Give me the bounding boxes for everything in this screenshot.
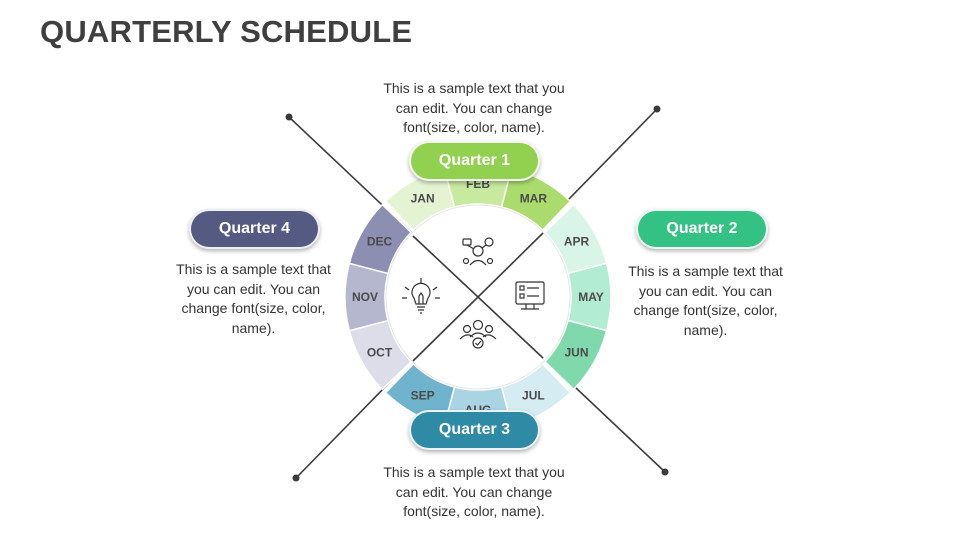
month-label-nov: NOV xyxy=(352,290,378,304)
inner-divider-b xyxy=(412,232,544,362)
line-end-dot-sw xyxy=(292,474,300,482)
quarter-4-label: Quarter 4 xyxy=(218,220,291,237)
quarter-4-description: This is a sample text that you can edit.… xyxy=(176,261,331,336)
line-end-dot-nw xyxy=(285,113,293,121)
month-label-jun: JUN xyxy=(565,345,589,359)
month-label-oct: OCT xyxy=(367,345,393,359)
page-title: QUARTERLY SCHEDULE xyxy=(40,14,413,49)
month-segment-jun xyxy=(543,319,608,391)
line-end-dot-se xyxy=(661,468,669,476)
line-end-dot-ne xyxy=(653,105,661,113)
month-ring: JANFEBMARAPRMAYJUNJULAUGSEPOCTNOVDEC xyxy=(344,163,612,431)
quarter-4-badge[interactable]: Quarter 4 xyxy=(189,209,320,249)
month-label-jul: JUL xyxy=(522,389,545,403)
quarter-1-description: This is a sample text that you can edit.… xyxy=(383,80,565,135)
monitor-checklist-icon xyxy=(515,281,545,310)
lightbulb-icon xyxy=(402,278,440,314)
quarter-2-badge[interactable]: Quarter 2 xyxy=(636,209,768,249)
quarter-3-description: This is a sample text that you can edit.… xyxy=(383,464,565,519)
quarter-3-label: Quarter 3 xyxy=(438,421,511,438)
quarter-2-label: Quarter 2 xyxy=(666,220,738,237)
month-label-jan: JAN xyxy=(411,191,435,205)
quarter-1-badge[interactable]: Quarter 1 xyxy=(409,141,540,181)
quarter-3-badge[interactable]: Quarter 3 xyxy=(409,410,540,450)
month-label-may: MAY xyxy=(578,290,604,304)
people-network-icon xyxy=(462,237,494,266)
month-segment-dec xyxy=(348,203,413,275)
month-label-dec: DEC xyxy=(367,235,393,249)
month-label-mar: MAR xyxy=(520,191,548,205)
month-label-sep: SEP xyxy=(411,389,435,403)
quarter-2-description: This is a sample text that you can edit.… xyxy=(628,263,783,338)
month-label-apr: APR xyxy=(564,235,590,249)
quarter-1-label: Quarter 1 xyxy=(438,152,511,169)
team-icon xyxy=(459,319,497,349)
